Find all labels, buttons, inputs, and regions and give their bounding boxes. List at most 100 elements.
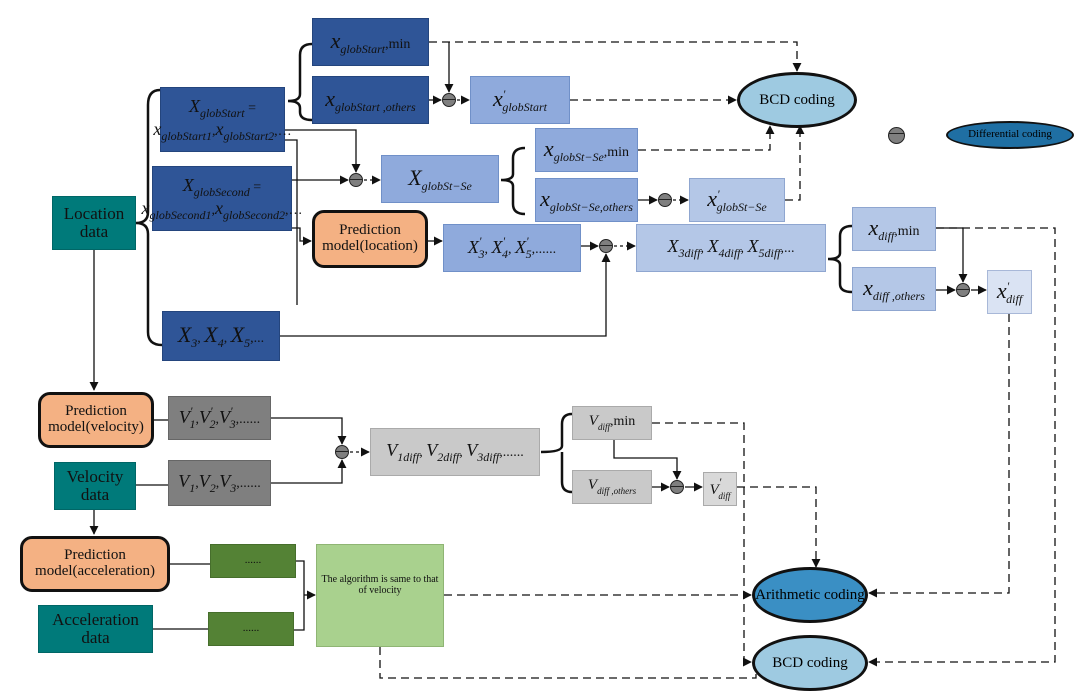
math-segment: ' (502, 234, 506, 249)
math-segment: ,...... (499, 444, 524, 460)
math-segment: 2 (209, 417, 216, 432)
math-segment: x (540, 185, 550, 211)
math-segment: 4 (217, 335, 224, 350)
math-segment: ,… (285, 202, 303, 218)
math-label: X3diff, X4diff, X5diff,... (667, 235, 795, 260)
math-segment: 3 (191, 335, 198, 350)
math-segment: globStart2 (223, 128, 275, 143)
math-segment: 5diff (758, 245, 781, 260)
math-segment: , (197, 330, 205, 346)
math-segment: = (244, 100, 257, 116)
math-label: V'diff (710, 476, 731, 501)
math-segment: , (459, 444, 467, 460)
math-segment: ' (230, 404, 233, 419)
x-diff-prime: x'diff (987, 270, 1032, 314)
acceleration-actual-box: ...... (208, 612, 294, 646)
math-segment: ,min (894, 223, 920, 239)
math-label: xglobStart,min (331, 29, 411, 56)
math-segment: 5 (525, 247, 532, 262)
math-segment: X (408, 164, 422, 190)
math-segment: ' (1006, 278, 1010, 293)
differential-operator-icon (956, 283, 970, 297)
math-segment: globSecond1 (149, 207, 212, 222)
math-segment: x (141, 197, 150, 218)
math-segment: V (178, 470, 190, 491)
math-segment: ,… (274, 123, 292, 139)
v-diff-prime: V'diff (703, 472, 737, 506)
math-segment: x (996, 277, 1007, 303)
math-segment: V (219, 470, 231, 491)
math-segment: , (700, 240, 708, 256)
math-segment: ' (502, 86, 506, 101)
v-diff-sequence: V1diff, V2diff, V3diff,...... (370, 428, 540, 476)
x-globst-se: XglobSt−Se (381, 155, 499, 203)
math-label: XglobSt−Se (408, 166, 472, 193)
prediction-model-location: Prediction model(location) (312, 210, 428, 268)
prediction-model-velocity: Prediction model(velocity) (38, 392, 154, 448)
math-segment: x (868, 214, 879, 240)
differential-operator-icon (888, 127, 905, 144)
math-label: x'globStart (493, 87, 547, 114)
math-label: xglobSt−Se,min (544, 137, 629, 164)
math-segment: ,...... (236, 475, 261, 491)
math-segment: x (325, 85, 336, 111)
differential-operator-icon (670, 480, 684, 494)
math-segment: ,min (385, 36, 411, 52)
math-segment: V (198, 407, 210, 428)
math-segment: globSt−Se (421, 178, 472, 193)
math-segment: x (492, 85, 503, 111)
x-sequence: X3, X4, X5,... (162, 311, 280, 361)
math-segment: diff (597, 421, 610, 432)
math-segment: X (491, 237, 503, 258)
math-segment: ,...... (531, 242, 557, 258)
math-segment: 1diff (397, 449, 420, 464)
math-segment: globStart ,others (335, 99, 416, 114)
math-segment: V (587, 476, 598, 493)
math-segment: globSt−Se,others (549, 199, 633, 214)
math-segment: diff ,others (597, 485, 637, 496)
math-segment: ,... (780, 240, 795, 256)
math-segment: X (230, 321, 245, 347)
math-segment: V (178, 407, 190, 428)
math-segment: , (508, 242, 516, 258)
math-segment: ' (718, 475, 722, 490)
v-diff-others: Vdiff ,others (572, 470, 652, 504)
math-segment: V (198, 470, 210, 491)
math-segment: ' (189, 404, 193, 419)
math-segment: 2diff (437, 449, 460, 464)
x-globst-se-prime: x'globSt−Se (689, 178, 785, 222)
math-segment: V (709, 482, 719, 499)
math-segment: 4 (502, 247, 509, 262)
math-segment: V (588, 412, 598, 429)
math-segment: x (330, 27, 341, 53)
differential-operator-icon (349, 173, 363, 187)
braces (135, 42, 853, 494)
math-segment: globSecond (193, 184, 250, 199)
math-segment: , (215, 412, 220, 428)
math-label: XglobSecond =xglobSecond1,xglobSecond2,… (141, 175, 303, 222)
math-label: xdiff ,others (863, 276, 925, 303)
math-segment: X (515, 237, 527, 258)
math-segment: X (667, 235, 679, 256)
math-segment: ,min (609, 413, 636, 429)
math-segment: , (215, 475, 220, 491)
math-segment: globStart1 (161, 128, 212, 143)
prediction-model-acceleration: Prediction model(acceleration) (20, 536, 170, 592)
math-label: X3, X4, X5,... (178, 323, 264, 350)
acceleration-predicted-box: ...... (210, 544, 296, 578)
x-globstart-prime: x'globStart (470, 76, 570, 124)
acceleration-data-source: Acceleration data (38, 605, 153, 653)
math-label: x'diff (997, 279, 1022, 306)
x-globst-se-others: xglobSt−Se,others (535, 178, 638, 222)
v-diff-min: Vdiff,min (572, 406, 652, 440)
math-label: V'1,V'2,V'3,...... (179, 405, 260, 431)
math-segment: globStart (199, 105, 245, 120)
math-segment: , (740, 240, 748, 256)
math-segment: x (863, 274, 873, 300)
differential-operator-icon (335, 445, 349, 459)
math-segment: diff (878, 228, 895, 243)
math-segment: , (484, 242, 492, 258)
math-label: V1,V2,V3,...... (178, 470, 261, 495)
